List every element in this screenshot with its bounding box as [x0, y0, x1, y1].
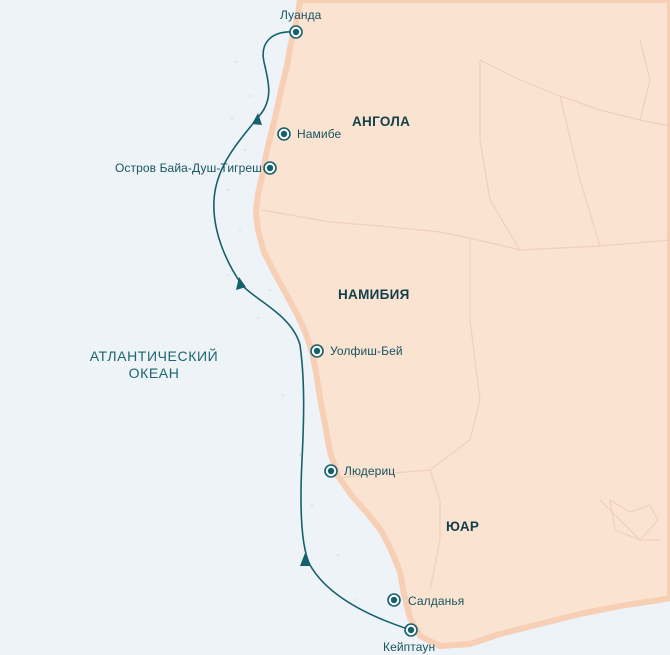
borders [261, 39, 670, 591]
arrow-up-icon [236, 277, 246, 290]
arrow-up-icon [252, 113, 262, 125]
port-label-cape-town: Кейптаун [383, 640, 436, 654]
country-label-angola: АНГОЛА [352, 114, 411, 129]
port-label-walvis-bay: Уолфиш-Бей [330, 344, 403, 358]
port-label-namibe: Намибе [297, 127, 342, 141]
land-mass [253, 0, 670, 649]
port-label-luderitz: Людериц [344, 464, 396, 478]
ocean-dots [226, 60, 357, 602]
route-line [213, 31, 412, 631]
arrow-up-icon [300, 553, 310, 566]
ocean-label-line1: АТЛАНТИЧЕСКИЙ [89, 348, 219, 364]
port-label-luanda: Луанда [280, 8, 322, 22]
country-label-namibia: НАМИБИЯ [338, 287, 410, 302]
country-label-south-africa: ЮАР [446, 519, 480, 534]
port-label-saldanha: Салданья [408, 594, 465, 608]
ocean-label: АТЛАНТИЧЕСКИЙ ОКЕАН [88, 348, 220, 382]
ocean-label-line2: ОКЕАН [128, 365, 180, 381]
port-label-baia-dos-tigres: Остров Байа-Душ-Тигреш [115, 161, 262, 175]
